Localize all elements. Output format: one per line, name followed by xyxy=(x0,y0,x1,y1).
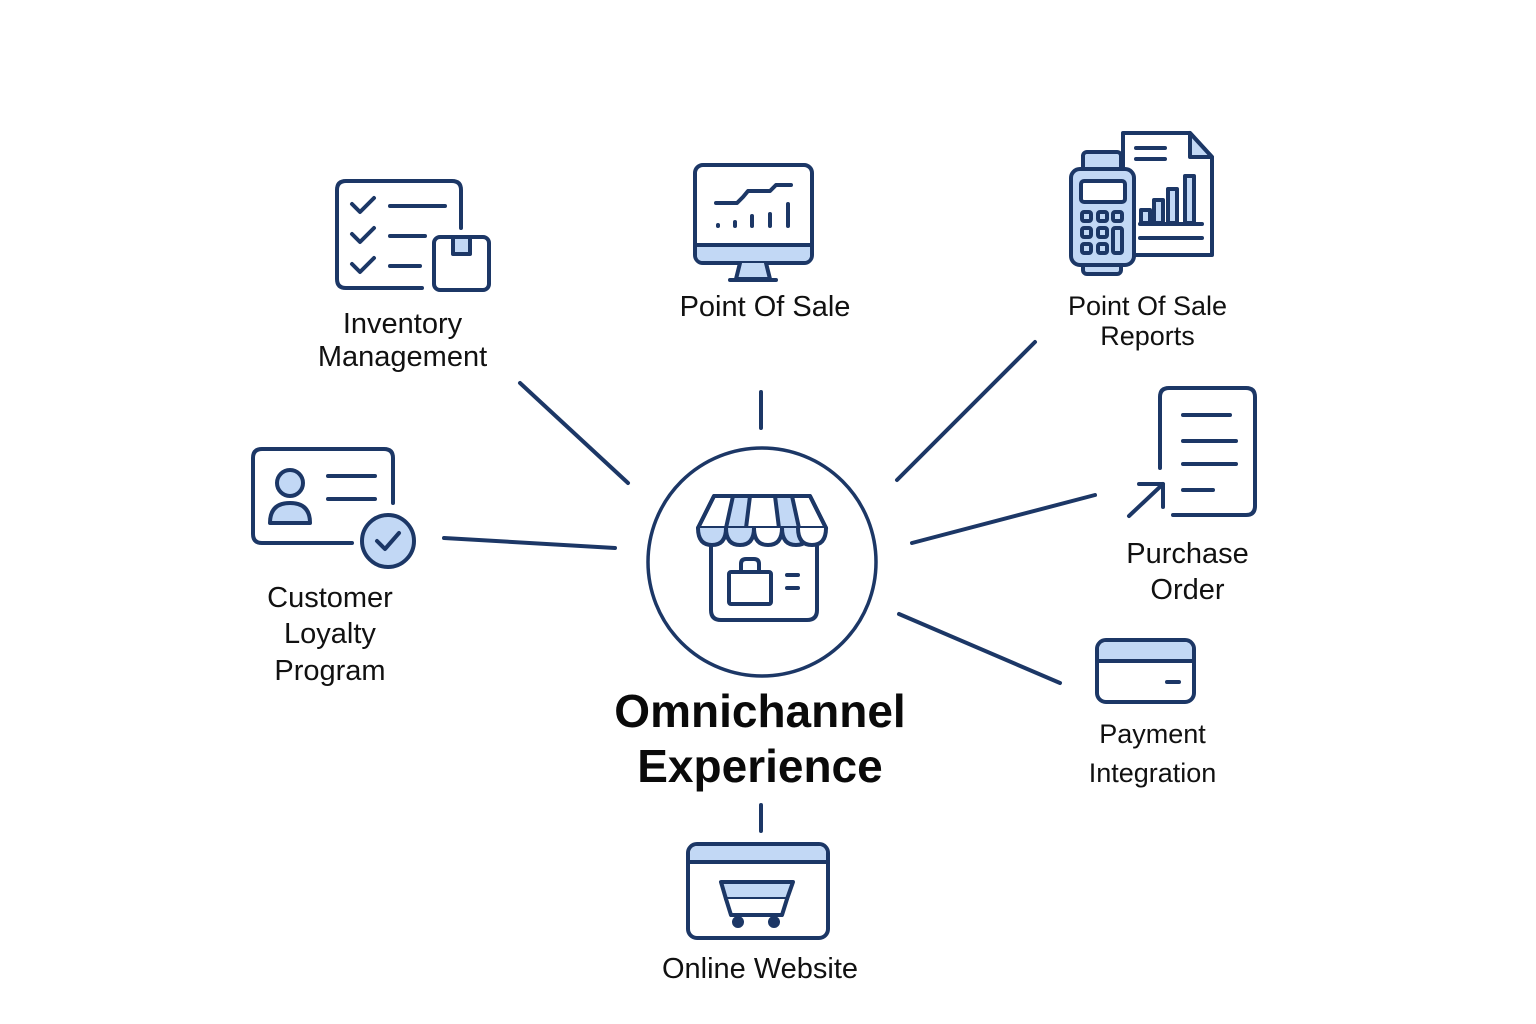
checklist-box-icon xyxy=(335,179,491,292)
label-line: Customer xyxy=(267,582,393,614)
credit-card-icon xyxy=(1095,638,1196,704)
connector-inventory xyxy=(518,381,630,485)
monitor-chart-icon xyxy=(693,163,814,282)
label-line: Reports xyxy=(1100,320,1195,351)
label-line: Order xyxy=(1150,574,1225,607)
label-line: Program xyxy=(274,654,386,687)
label-line: Purchase xyxy=(1126,538,1249,570)
label-line: Point Of Sale xyxy=(1067,291,1228,321)
terminal-report-icon xyxy=(1069,131,1214,276)
node-label-purchase-order: Purchase Order xyxy=(1100,536,1275,609)
node-label-pos-reports: Point Of Sale Reports xyxy=(1040,291,1255,351)
connector-pos-reports xyxy=(895,340,1037,482)
label-line: Loyalty xyxy=(284,618,376,651)
label-line: Integration xyxy=(1088,758,1217,789)
label-line: Management xyxy=(317,341,488,374)
node-label-payment: Payment Integration xyxy=(1050,715,1255,793)
node-label-inventory: Inventory Management xyxy=(290,308,515,375)
node-label-customer-loyalty: Customer Loyalty Program xyxy=(230,580,430,689)
node-label-pos: Point Of Sale xyxy=(650,291,880,324)
title-line-2: Experience xyxy=(637,740,883,793)
browser-cart-icon xyxy=(686,842,830,940)
label-line: Point Of Sale xyxy=(679,291,851,323)
document-arrow-icon xyxy=(1127,386,1257,518)
storefront-icon xyxy=(696,494,828,622)
label-line: Inventory xyxy=(342,308,463,340)
node-label-online-website: Online Website xyxy=(630,953,890,986)
label-line: Online Website xyxy=(661,953,859,985)
label-line: Payment xyxy=(1099,719,1206,749)
title-line-1: Omnichannel xyxy=(614,685,906,737)
center-title: Omnichannel Experience xyxy=(560,684,960,794)
connector-purchase-order xyxy=(910,493,1097,545)
center-hub xyxy=(646,446,878,678)
connector-payment xyxy=(897,612,1062,685)
id-card-check-icon xyxy=(251,447,416,569)
connector-customer-loyalty xyxy=(442,536,617,550)
